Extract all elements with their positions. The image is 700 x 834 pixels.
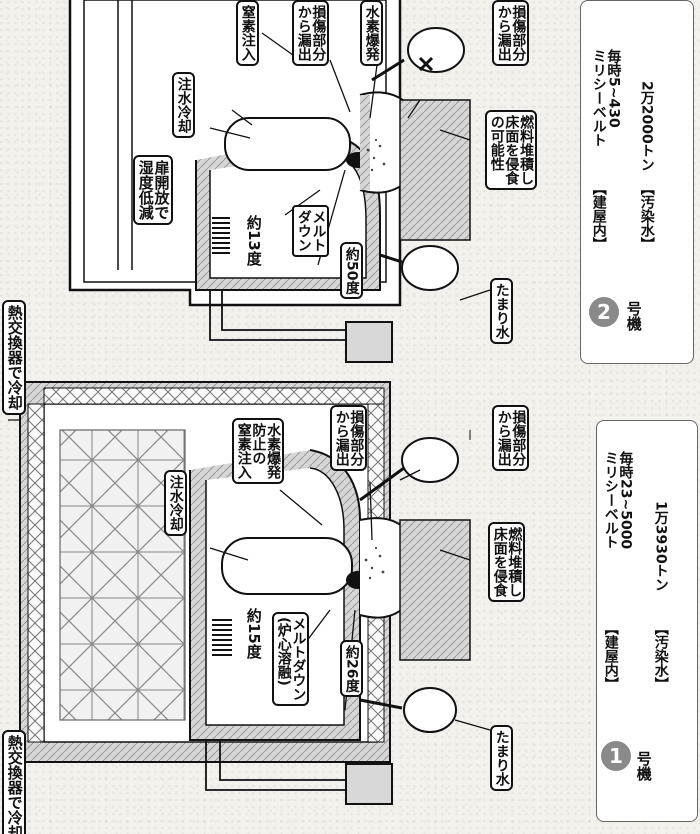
unit1-leak-top-label: 損傷部分 から漏出 bbox=[330, 405, 368, 471]
unit2-leak-right-label: 損傷部分 から漏出 bbox=[492, 0, 530, 66]
unit2-water-label: 【汚染水】 bbox=[638, 181, 655, 251]
unit1-nitrogen-label: 水素爆発 防止の 窒素注入 bbox=[232, 418, 285, 484]
unit1-water-label: 【汚染水】 bbox=[652, 621, 669, 691]
unit2-heat-exchanger-label: 熱交換器で冷却 bbox=[2, 300, 26, 415]
unit1-number-badge: 1 bbox=[601, 741, 631, 771]
unit1-unit-name: 号機 bbox=[634, 751, 653, 781]
unit1-building bbox=[19, 381, 491, 805]
unit1-core-temp: 約26度 bbox=[340, 640, 363, 698]
unit1-building-temp: 約15度 bbox=[244, 608, 263, 659]
unit1-meltdown-label: メルトダウン (炉心溶融) bbox=[272, 612, 310, 706]
unit2-core-temp: 約50度 bbox=[340, 242, 363, 300]
unit2-building-temp: 約13度 bbox=[244, 215, 263, 266]
unit2-water-injection-label: 注水冷却 bbox=[172, 72, 195, 138]
unit1-info-box: 1 号機 【建屋内】 毎時23~5000 ミリシーベルト 【汚染水】 1万393… bbox=[596, 420, 698, 822]
unit2-door-open-label: 扉開放で 湿度低減 bbox=[133, 155, 173, 225]
unit1-heat-exchanger-label: 熱交換器で冷却 bbox=[2, 730, 26, 834]
unit1-fuel-erosion-label: 燃料堆積し 床面を侵食 bbox=[488, 522, 526, 602]
unit2-building bbox=[68, 0, 491, 363]
unit2-unit-name: 号機 bbox=[624, 301, 643, 331]
unit2-fuel-erosion-label: 燃料堆積し 床面を侵食 の可能性 bbox=[485, 110, 538, 190]
unit2-pooled-water-label: たまり水 bbox=[490, 278, 513, 344]
unit1-water-injection-label: 注水冷却 bbox=[164, 470, 187, 536]
unit2-radiation-label: 【建屋内】 bbox=[590, 181, 607, 251]
unit1-water-value: 1万3930トン bbox=[652, 501, 669, 592]
unit1-pooled-water-label: たまり水 bbox=[490, 725, 513, 791]
unit2-radiation-value: 毎時5~430 ミリシーベルト bbox=[590, 49, 622, 147]
unit2-number-badge: 2 bbox=[589, 297, 619, 327]
unit2-water-value: 2万2000トン bbox=[638, 81, 655, 172]
unit1-radiation-value: 毎時23~5000 ミリシーベルト bbox=[602, 451, 634, 550]
unit2-hydrogen-label: 水素爆発 bbox=[360, 0, 383, 66]
unit2-nitrogen-label: 窒素注入 bbox=[236, 0, 259, 66]
unit1-radiation-label: 【建屋内】 bbox=[602, 621, 619, 691]
unit1-leak-right-label: 損傷部分 から漏出 bbox=[492, 405, 530, 471]
unit2-leak-top-label: 損傷部分 から漏出 bbox=[292, 0, 330, 66]
unit2-meltdown-label: メルト ダウン bbox=[292, 205, 330, 257]
unit2-info-box: 2 号機 【建屋内】 毎時5~430 ミリシーベルト 【汚染水】 2万2000ト… bbox=[580, 0, 694, 364]
